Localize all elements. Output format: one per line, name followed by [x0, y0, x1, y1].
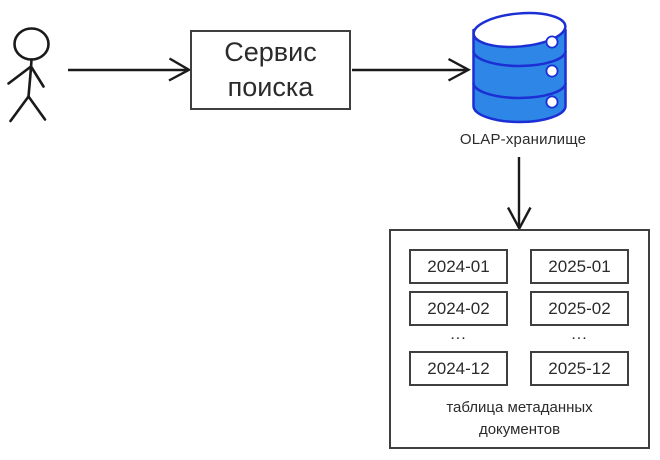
database-icon [472, 11, 567, 124]
ellipsis-right: ... [571, 326, 588, 343]
month-cell: 2024-12 [409, 351, 508, 386]
month-cell: 2024-01 [409, 249, 508, 284]
metadata-table-caption: таблица метаданных документов [391, 397, 648, 441]
arrow-service-to-olap [352, 57, 472, 82]
caption-line2: документов [478, 421, 561, 438]
month-cell: 2025-01 [530, 249, 629, 284]
ellipsis-left: ... [450, 326, 467, 343]
month-cell: 2025-02 [530, 291, 629, 326]
service-node: Сервис поиска [190, 30, 351, 110]
month-cell: 2024-02 [409, 291, 508, 326]
metadata-table-box: 2024-01 2025-01 2024-02 2025-02 ... ... … [389, 229, 650, 449]
month-cell: 2025-12 [530, 351, 629, 386]
service-label-line2: поиска [227, 72, 314, 102]
arrow-actor-to-service [68, 57, 192, 82]
service-label-line1: Сервис [224, 37, 317, 67]
caption-line1: таблица метаданных [446, 399, 593, 416]
olap-storage-label: OLAP-хранилище [459, 131, 587, 148]
stick-figure-icon [7, 27, 50, 123]
arrow-olap-to-table [506, 157, 532, 232]
